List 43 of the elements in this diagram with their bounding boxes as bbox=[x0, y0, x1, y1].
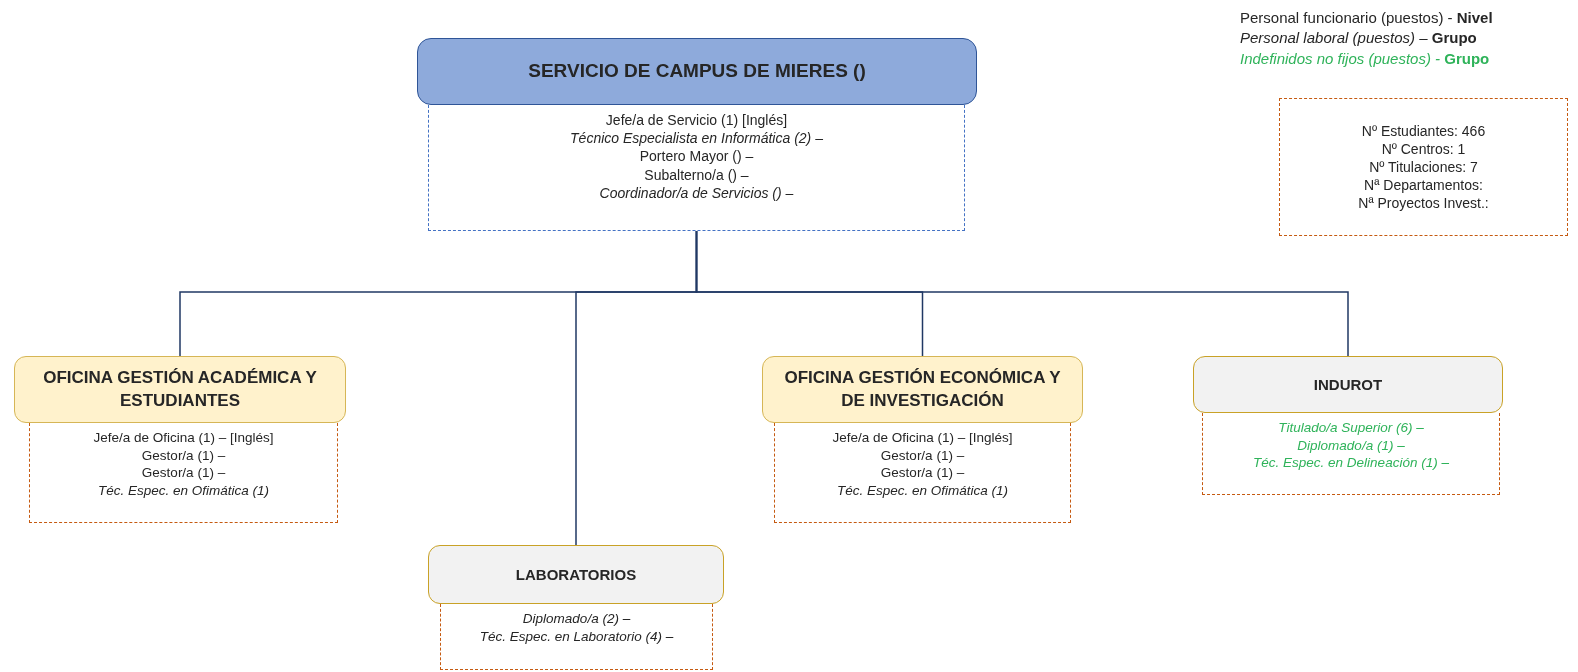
staff-entry: Jefe/a de Oficina (1) – [Inglés] bbox=[832, 429, 1013, 447]
staff-entry: Diplomado/a (2) – bbox=[522, 610, 631, 628]
staff-entry: Portero Mayor () – bbox=[639, 147, 754, 166]
unit-title: OFICINA GESTIÓN ECONÓMICA Y DE INVESTIGACIÓN bbox=[783, 367, 1062, 412]
stats-entry: Nº Estudiantes: 466 bbox=[1361, 121, 1486, 140]
staff-list-box bbox=[774, 423, 1071, 523]
stats-entry: Nª Proyectos Invest.: bbox=[1358, 194, 1489, 213]
staff-list-box bbox=[428, 105, 965, 231]
staff-entry: Gestor/a (1) – bbox=[880, 446, 965, 465]
key-note: Personal funcionario (puestos) - Nivel bbox=[1240, 8, 1493, 28]
key-note: Indefinidos no fijos (puestos) - Grupo bbox=[1240, 48, 1491, 69]
staff-entry: Gestor/a (1) – bbox=[141, 446, 226, 465]
unit-title: OFICINA GESTIÓN ACADÉMICA Y ESTUDIANTES bbox=[42, 367, 318, 412]
stats-entry: Nª Departamentos: bbox=[1364, 176, 1483, 195]
connector-line bbox=[695, 230, 1349, 357]
stats-entry: Nº Titulaciones: 7 bbox=[1369, 157, 1478, 177]
stats-entry: Nº Centros: 1 bbox=[1381, 139, 1466, 158]
staff-list-box bbox=[29, 423, 338, 523]
staff-entry: Gestor/a (1) – bbox=[880, 464, 965, 482]
staff-entry: Diplomado/a (1) – bbox=[1297, 436, 1405, 455]
unit-header-box bbox=[14, 356, 346, 423]
key-note: Personal laboral (puestos) – Grupo bbox=[1240, 28, 1478, 49]
staff-entry: Jefe/a de Oficina (1) – [Inglés] bbox=[93, 429, 274, 447]
staff-entry: Técnico Especialista en Informática (2) – bbox=[570, 129, 823, 148]
unit-title: INDUROT bbox=[1313, 374, 1383, 395]
staff-entry: Téc. Espec. en Ofimática (1) bbox=[836, 481, 1009, 500]
staff-list-box bbox=[1202, 413, 1500, 495]
unit-header-box bbox=[428, 545, 724, 604]
staff-entry: Téc. Espec. en Laboratorio (4) – bbox=[479, 627, 674, 646]
staff-entry: Téc. Espec. en Delineación (1) – bbox=[1253, 454, 1449, 472]
unit-header-box bbox=[1193, 356, 1503, 413]
unit-header-box bbox=[762, 356, 1083, 423]
staff-entry: Jefe/a de Servicio (1) [Inglés] bbox=[605, 111, 788, 130]
unit-header-box bbox=[417, 38, 977, 105]
staff-entry: Téc. Espec. en Ofimática (1) bbox=[97, 481, 270, 500]
stats-box bbox=[1279, 98, 1568, 236]
staff-list-box bbox=[440, 604, 713, 670]
unit-title: LABORATORIOS bbox=[515, 564, 637, 585]
unit-title: SERVICIO DE CAMPUS DE MIERES () bbox=[528, 59, 866, 84]
staff-entry: Coordinador/a de Servicios () – bbox=[599, 183, 794, 202]
staff-entry: Titulado/a Superior (6) – bbox=[1278, 419, 1424, 437]
staff-entry: Subalterno/a () – bbox=[644, 165, 749, 184]
staff-entry: Gestor/a (1) – bbox=[141, 464, 226, 482]
